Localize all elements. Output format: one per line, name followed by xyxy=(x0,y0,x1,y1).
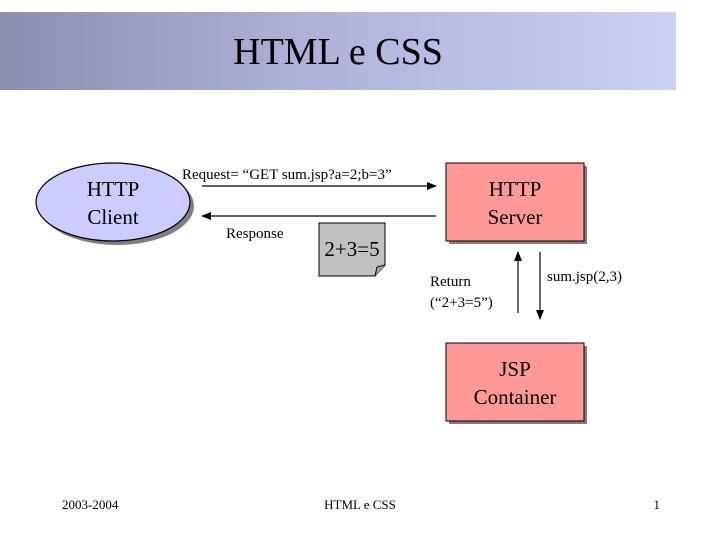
http-server-shape xyxy=(445,162,585,242)
return-label-line1: Return xyxy=(430,274,471,290)
jsp-container-label-line2: Container xyxy=(474,385,557,409)
jsp-container-node: JSP Container xyxy=(445,342,587,424)
call-label: sum.jsp(2,3) xyxy=(547,269,622,285)
http-server-label-line1: HTTP xyxy=(489,177,542,201)
http-client-node: HTTP Client xyxy=(35,162,194,245)
footer-date: 2003-2004 xyxy=(62,497,119,512)
result-note-fold xyxy=(374,264,386,277)
result-note-text: 2+3=5 xyxy=(324,237,379,261)
http-client-label-line2: Client xyxy=(87,205,138,229)
http-server-label-line2: Server xyxy=(488,205,543,229)
result-note: 2+3=5 xyxy=(318,222,386,277)
title-band: HTML e CSS xyxy=(0,12,676,90)
footer-title: HTML e CSS xyxy=(324,497,396,512)
return-label-line2: (“2+3=5”) xyxy=(430,295,493,311)
http-client-shape xyxy=(35,162,191,242)
http-server-node: HTTP Server xyxy=(445,162,587,244)
footer-page-number: 1 xyxy=(653,497,661,512)
jsp-container-shape xyxy=(445,342,585,422)
slide-title: HTML e CSS xyxy=(233,31,443,73)
jsp-container-label-line1: JSP xyxy=(499,357,531,381)
http-client-label-line1: HTTP xyxy=(87,177,140,201)
response-label: Response xyxy=(226,226,284,242)
request-label: Request= “GET sum.jsp?a=2;b=3” xyxy=(182,167,392,183)
